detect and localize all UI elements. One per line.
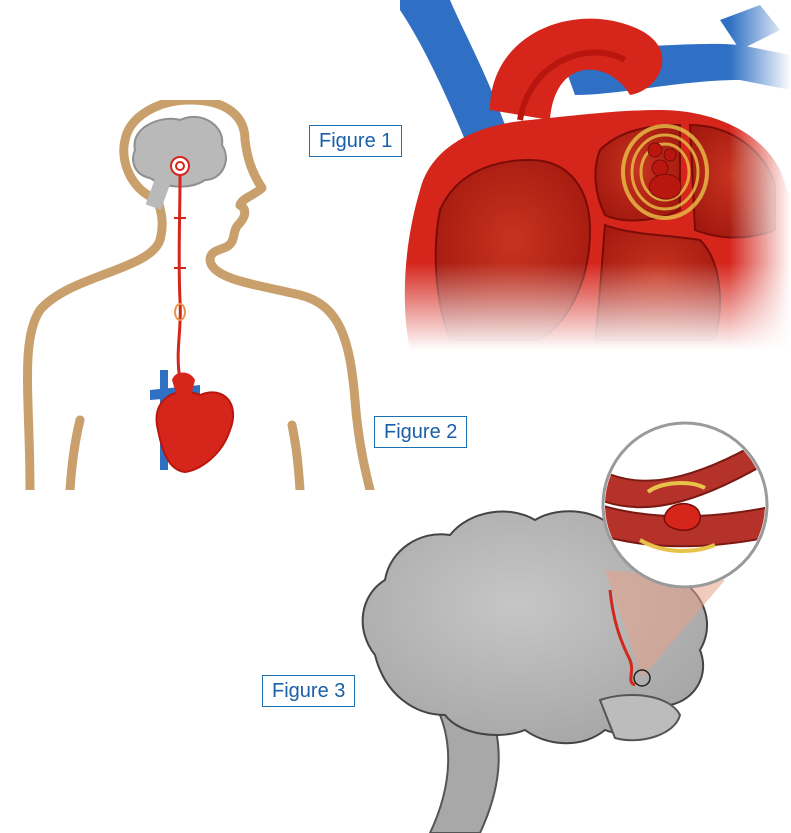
figure-3-label: Figure 3 [262,675,355,707]
figure-2-label: Figure 2 [374,416,467,448]
heart-closeup-illustration [380,0,791,350]
brain-clot-illustration [330,410,791,833]
figure-1-label: Figure 1 [309,125,402,157]
